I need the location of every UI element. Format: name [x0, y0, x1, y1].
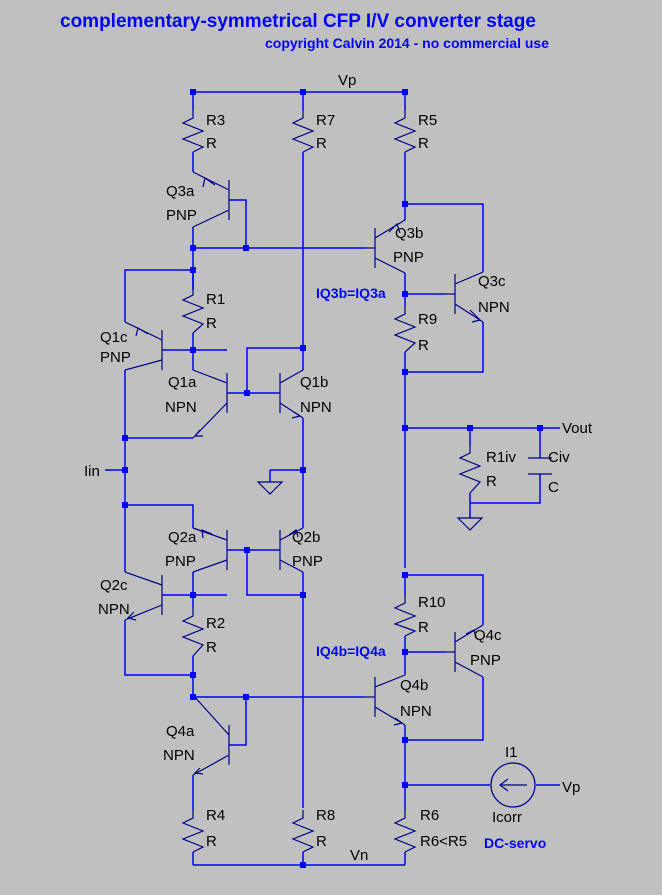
junction-dots: [122, 89, 543, 868]
r5-symbol: [393, 110, 417, 153]
q1a-type: NPN: [165, 399, 197, 416]
q4b-symbol: [365, 674, 406, 726]
ground-icon: [456, 517, 484, 531]
r3-symbol: [181, 110, 205, 153]
r1iv-value: R: [486, 473, 497, 490]
r3-value: R: [206, 135, 217, 152]
q4a-ref: Q4a: [166, 723, 195, 740]
r1iv-symbol: [458, 445, 482, 494]
civ-ref: Civ: [548, 449, 570, 466]
r9-symbol: [393, 306, 417, 353]
r4-ref: R4: [206, 807, 225, 824]
r8-symbol: [291, 810, 315, 853]
q1c-symbol: [124, 321, 163, 371]
q2c-ref: Q2c: [100, 577, 128, 594]
q3a-ref: Q3a: [166, 183, 195, 200]
r9-ref: R9: [418, 311, 437, 328]
r2-symbol: [181, 608, 205, 657]
q1a-symbol: [192, 369, 228, 439]
r3-ref: R3: [206, 112, 225, 129]
r9-value: R: [418, 337, 429, 354]
transistors: [124, 171, 484, 776]
q4c-symbol: [445, 624, 484, 678]
copyright-note: copyright Calvin 2014 - no commercial us…: [265, 35, 549, 51]
schematic-title: complementary-symmetrical CFP I/V conver…: [60, 11, 536, 32]
dc-servo-note: DC-servo: [484, 835, 546, 851]
civ-value: C: [548, 479, 559, 496]
i1-ref: I1: [505, 744, 518, 761]
r6-value: R6<R5: [420, 833, 467, 850]
r4-value: R: [206, 833, 217, 850]
q1c-ref: Q1c: [100, 329, 128, 346]
r8-value: R: [316, 833, 327, 850]
q4a-type: NPN: [163, 747, 195, 764]
net-label-vout: Vout: [562, 420, 593, 437]
q2a-symbol: [192, 527, 228, 573]
q2c-type: NPN: [98, 601, 130, 618]
q1b-symbol: [279, 369, 304, 419]
q3c-symbol: [445, 271, 484, 323]
r1-ref: R1: [206, 291, 225, 308]
i1-value: Icorr: [492, 809, 522, 826]
r7-value: R: [316, 135, 327, 152]
q3c-ref: Q3c: [478, 273, 506, 290]
r10-ref: R10: [418, 594, 446, 611]
r6-ref: R6: [420, 807, 439, 824]
net-label-iin: Iin: [84, 463, 100, 480]
q4c-ref: Q4c: [474, 627, 502, 644]
ground-symbols: [256, 481, 484, 531]
net-label-vp-source: Vp: [562, 779, 580, 796]
q3a-symbol: [192, 171, 230, 228]
q3b-type: PNP: [393, 249, 424, 266]
net-label-vp: Vp: [338, 72, 356, 89]
r5-value: R: [418, 135, 429, 152]
q1b-type: NPN: [300, 399, 332, 416]
i1-symbol: [490, 762, 536, 808]
r4-symbol: [181, 810, 205, 853]
q1c-type: PNP: [100, 349, 131, 366]
r10-symbol: [393, 595, 417, 637]
q4a-symbol: [192, 694, 230, 776]
iq3-note: IQ3b=IQ3a: [316, 285, 386, 301]
r10-value: R: [418, 619, 429, 636]
ground-icon: [256, 481, 284, 495]
q2b-type: PNP: [292, 553, 323, 570]
q3b-ref: Q3b: [395, 225, 423, 242]
q3a-type: PNP: [166, 207, 197, 224]
q2b-ref: Q2b: [292, 529, 320, 546]
r1-symbol: [181, 287, 205, 334]
r5-ref: R5: [418, 112, 437, 129]
q3b-symbol: [365, 219, 406, 274]
r6-symbol: [393, 810, 417, 853]
r1-value: R: [206, 315, 217, 332]
labels: Vp Vn Vout Iin Vp R3 R R7 R R5 R Q3a PNP…: [84, 72, 593, 864]
q2b-symbol: [279, 527, 304, 573]
q1a-ref: Q1a: [168, 374, 197, 391]
r7-symbol: [291, 110, 315, 153]
r7-ref: R7: [316, 112, 335, 129]
q4c-type: PNP: [470, 652, 501, 669]
q2a-type: PNP: [165, 553, 196, 570]
r8-ref: R8: [316, 807, 335, 824]
net-label-vn: Vn: [350, 847, 368, 864]
q4b-ref: Q4b: [400, 677, 428, 694]
iq4-note: IQ4b=IQ4a: [316, 643, 386, 659]
q1b-ref: Q1b: [300, 374, 328, 391]
q2a-ref: Q2a: [168, 529, 197, 546]
q4b-type: NPN: [400, 703, 432, 720]
r1iv-ref: R1iv: [486, 449, 517, 466]
q2c-symbol: [124, 571, 163, 621]
q3c-type: NPN: [478, 299, 510, 316]
civ-symbol: [528, 457, 552, 475]
r2-ref: R2: [206, 615, 225, 632]
resistors: [181, 110, 482, 853]
r2-value: R: [206, 639, 217, 656]
